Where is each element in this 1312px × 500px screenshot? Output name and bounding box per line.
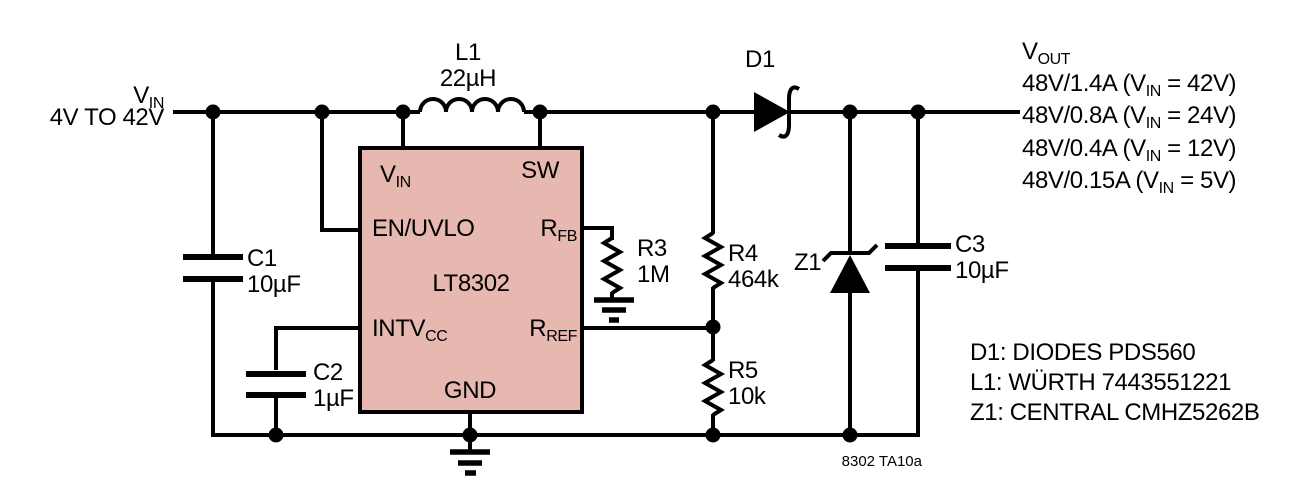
ic-pin-vin-label: VIN bbox=[380, 161, 411, 191]
zener-diode-symbol bbox=[821, 243, 879, 293]
diode-ref-label: D1 bbox=[745, 46, 775, 73]
note-line: D1: DIODES PDS560 bbox=[970, 339, 1195, 366]
junction-dot bbox=[314, 104, 330, 120]
c3-ref-label: C3 bbox=[955, 231, 985, 258]
ic-pin-gnd-label: GND bbox=[444, 377, 496, 404]
output-spec-line: 48V/1.4A (VIN = 42V) bbox=[1022, 70, 1236, 100]
component-notes-block: D1: DIODES PDS560 L1: WÜRTH 7443551221 Z… bbox=[970, 339, 1260, 426]
output-spec-line: 48V/0.15A (VIN = 5V) bbox=[1022, 167, 1236, 197]
wire-en-uvlo bbox=[320, 112, 362, 232]
junction-dot bbox=[268, 427, 284, 443]
wire-bottom-rail bbox=[211, 268, 920, 437]
inductor-ref-label: L1 bbox=[455, 39, 481, 66]
r4-ref-label: R4 bbox=[728, 240, 758, 267]
ic-pin-intvcc-label: INTVCC bbox=[372, 315, 447, 345]
note-line: Z1: CENTRAL CMHZ5262B bbox=[970, 399, 1259, 426]
resistor-r3-symbol bbox=[599, 236, 625, 295]
capacitor-c2-symbol bbox=[246, 371, 306, 398]
c1-value-label: 10µF bbox=[247, 271, 301, 298]
r4-value-label: 464k bbox=[728, 266, 780, 293]
junction-dot bbox=[842, 427, 858, 443]
c1-ref-label: C1 bbox=[247, 245, 277, 272]
junction-dot bbox=[705, 427, 721, 443]
c3-value-label: 10µF bbox=[955, 257, 1009, 284]
c2-value-label: 1µF bbox=[313, 385, 354, 412]
input-voltage-label: VIN bbox=[133, 82, 164, 112]
ic-pin-rfb-label: RFB bbox=[540, 215, 577, 245]
note-line: L1: WÜRTH 7443551221 bbox=[970, 369, 1231, 396]
r5-ref-label: R5 bbox=[728, 357, 758, 384]
junction-dot bbox=[705, 104, 721, 120]
junction-dot bbox=[842, 104, 858, 120]
inductor-symbol bbox=[418, 97, 526, 113]
junction-dot bbox=[205, 104, 221, 120]
junction-dot bbox=[532, 104, 548, 120]
input-range-label: 4V TO 42V bbox=[50, 104, 165, 131]
r3-value-label: 1M bbox=[637, 261, 670, 288]
r5-value-label: 10k bbox=[728, 383, 767, 410]
ic-part-number-label: LT8302 bbox=[432, 270, 509, 297]
junction-dot bbox=[462, 427, 478, 443]
junction-dots bbox=[205, 104, 926, 443]
capacitor-c3-symbol bbox=[885, 243, 951, 271]
ic-body bbox=[358, 146, 584, 414]
junction-dot bbox=[395, 104, 411, 120]
junction-dot bbox=[705, 319, 721, 335]
output-spec-block: VOUT 48V/1.4A (VIN = 42V) 48V/0.8A (VIN … bbox=[1022, 38, 1237, 197]
output-spec-line: 48V/0.4A (VIN = 12V) bbox=[1022, 135, 1236, 165]
resistor-r4-symbol bbox=[700, 231, 726, 290]
labels: VIN 4V TO 42V L1 22µH D1 Z1 C1 10µF C2 1… bbox=[50, 38, 1260, 470]
ground-symbol-r3 bbox=[594, 297, 634, 323]
ic-pin-en-uvlo-label: EN/UVLO bbox=[372, 215, 475, 242]
figure-id-label: 8302 TA10a bbox=[842, 453, 923, 470]
junction-dot bbox=[910, 104, 926, 120]
output-spec-line: 48V/0.8A (VIN = 24V) bbox=[1022, 102, 1236, 132]
inductor-value-label: 22µH bbox=[440, 65, 496, 92]
wire-rfb-to-r3 bbox=[580, 226, 614, 240]
zener-ref-label: Z1 bbox=[794, 249, 821, 276]
wire-intvcc-to-c2 bbox=[274, 326, 362, 370]
output-voltage-label: VOUT bbox=[1022, 38, 1071, 68]
ic-pin-rref-label: RREF bbox=[529, 315, 577, 345]
c2-ref-label: C2 bbox=[313, 359, 343, 386]
r3-ref-label: R3 bbox=[637, 235, 667, 262]
ground-symbol-gnd-pin bbox=[450, 449, 490, 476]
capacitor-c1-symbol bbox=[183, 254, 243, 282]
schottky-diode-symbol bbox=[754, 85, 801, 139]
ic-pin-sw-label: SW bbox=[521, 157, 560, 184]
resistor-r5-symbol bbox=[700, 358, 726, 417]
